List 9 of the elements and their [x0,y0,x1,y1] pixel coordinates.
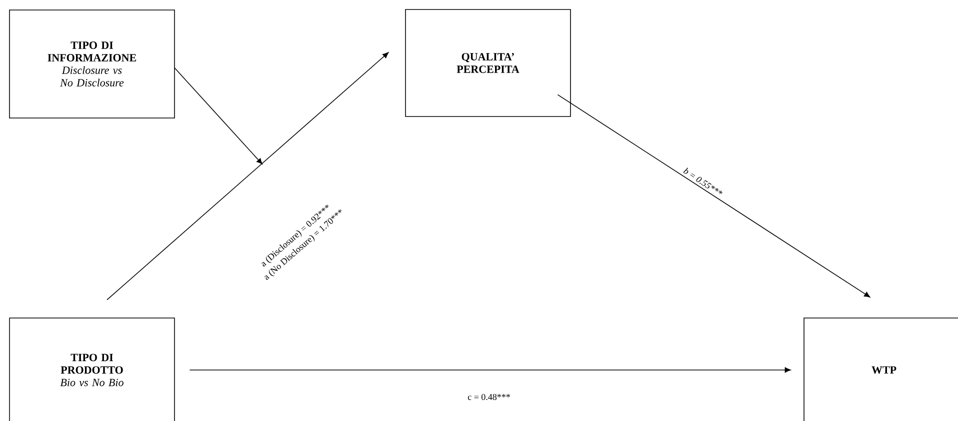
arrow [106,52,389,300]
variable-box: WTP [804,318,958,421]
arrow [557,94,870,298]
arrow [189,367,791,373]
variable-box: TIPO DI INFORMAZIONE Disclosure vs No Disclosure [9,10,175,118]
variable-box: QUALITA’ PERCEPITA [405,9,571,117]
variable-box: TIPO DI PRODOTTO Bio vs No Bio [9,318,175,421]
arrow [174,68,262,164]
edge-label: c = 0.48*** [468,394,510,400]
